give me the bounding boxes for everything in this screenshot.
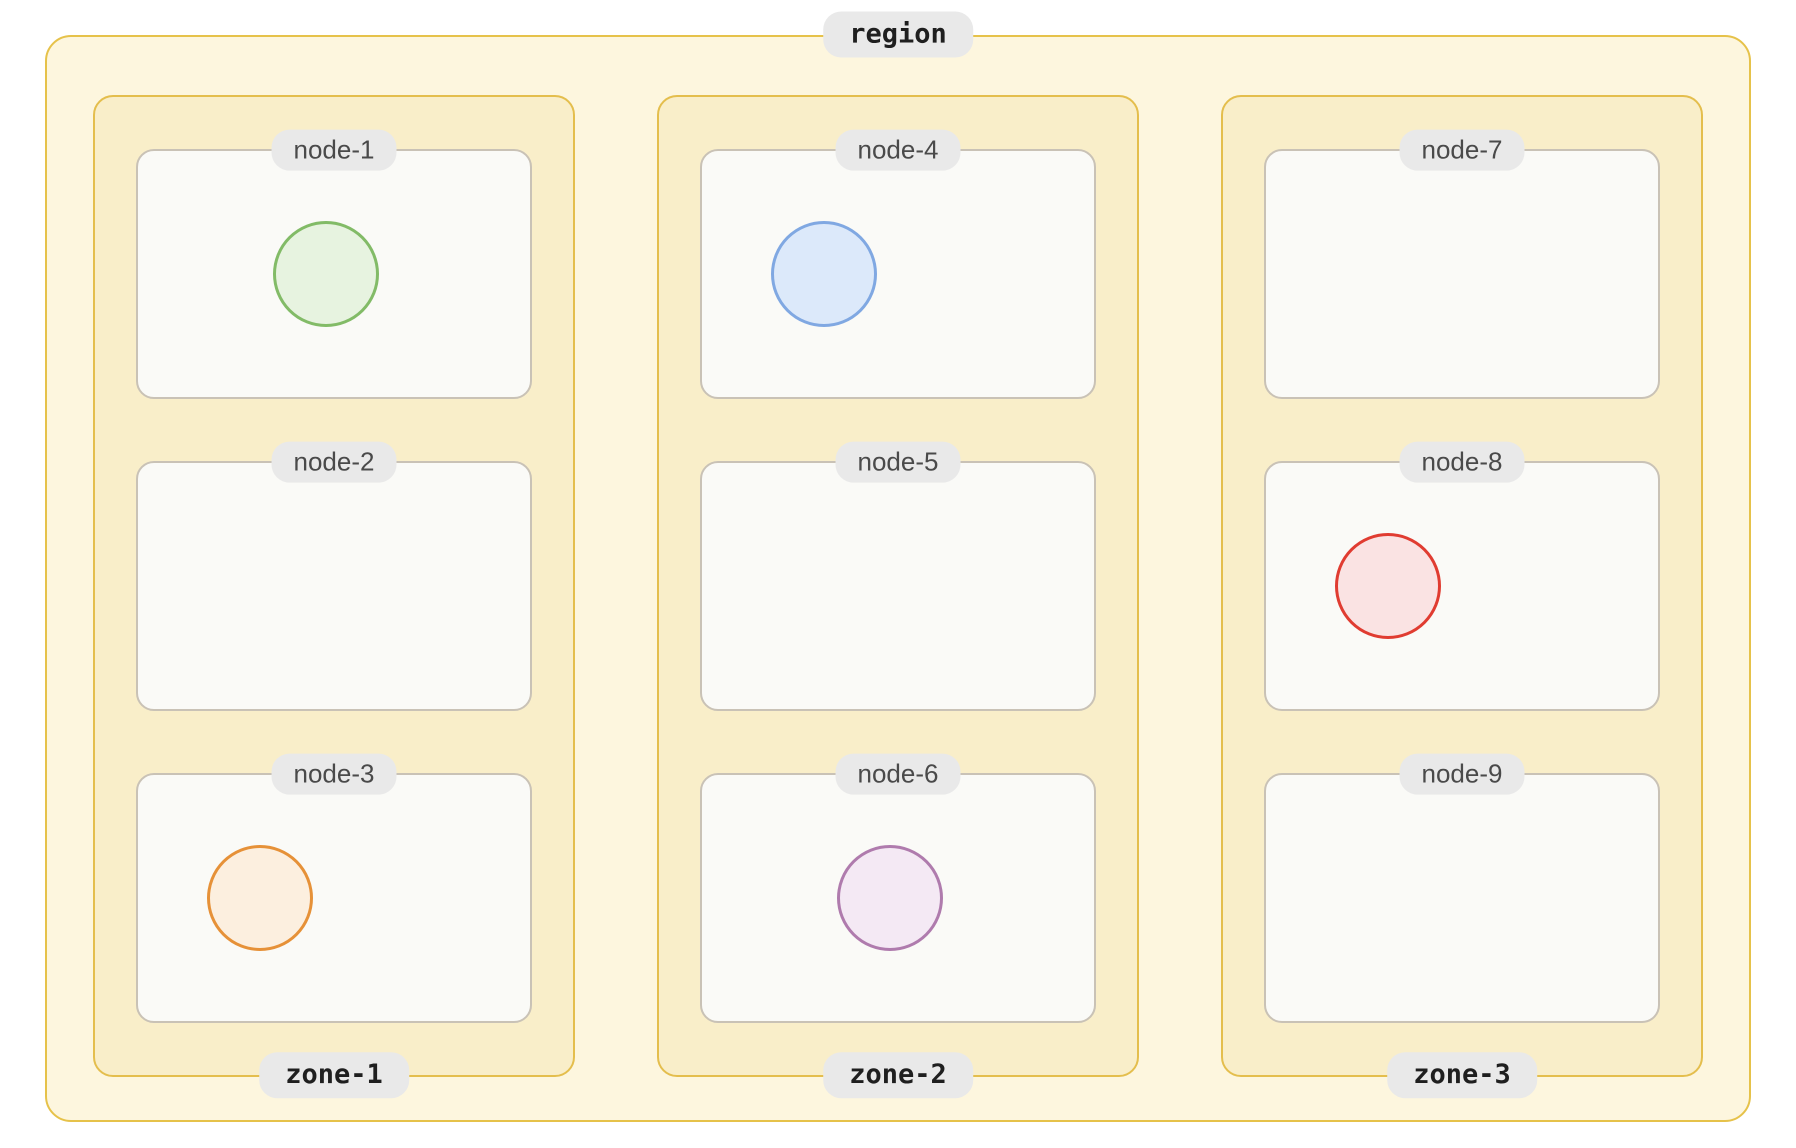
node-2-label: node-2 [271, 441, 397, 483]
node-7-label: node-7 [1399, 129, 1525, 171]
node-1-label: node-1 [271, 129, 397, 171]
zone-3: node-7 node-8 node-9 zone-3 [1221, 95, 1703, 1099]
pod-circle [770, 221, 877, 327]
node-4: node-4 [700, 129, 1096, 399]
zone-2-label: zone-2 [823, 1051, 973, 1099]
pod-circle [273, 221, 380, 327]
node-3: node-3 [136, 753, 532, 1023]
node-7: node-7 [1264, 129, 1660, 399]
zone-1-label: zone-1 [259, 1051, 409, 1099]
node-9: node-9 [1264, 753, 1660, 1023]
pod-circle [206, 845, 313, 951]
node-3-label: node-3 [271, 753, 397, 795]
node-2: node-2 [136, 441, 532, 711]
node-4-label: node-4 [835, 129, 961, 171]
node-5: node-5 [700, 441, 1096, 711]
node-8: node-8 [1264, 441, 1660, 711]
node-5-label: node-5 [835, 441, 961, 483]
region-container: region node-1 node-2 node-3 zone-1 node-… [45, 11, 1751, 1122]
region-label: region [823, 11, 973, 58]
node-6: node-6 [700, 753, 1096, 1023]
node-6-label: node-6 [835, 753, 961, 795]
zone-1: node-1 node-2 node-3 zone-1 [93, 95, 575, 1099]
node-8-label: node-8 [1399, 441, 1525, 483]
zone-2: node-4 node-5 node-6 zone-2 [657, 95, 1139, 1099]
pod-circle [837, 845, 944, 951]
zone-3-label: zone-3 [1387, 1051, 1537, 1099]
node-1: node-1 [136, 129, 532, 399]
pod-circle [1334, 533, 1441, 639]
node-9-label: node-9 [1399, 753, 1525, 795]
